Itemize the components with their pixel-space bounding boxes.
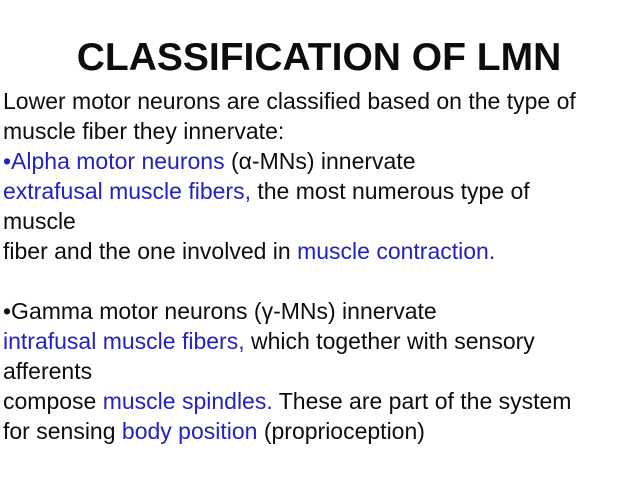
slide-body-text: Lower motor neurons are classified based… xyxy=(0,81,638,446)
text-line: fiber and the one involved in muscle con… xyxy=(3,236,638,266)
plain-text: (proprioception) xyxy=(257,417,425,444)
text-line: muscle xyxy=(3,206,638,236)
plain-text: Lower motor neurons are classified based… xyxy=(3,87,576,114)
highlight-term: muscle contraction. xyxy=(297,237,496,264)
plain-text: These are part of the system xyxy=(272,387,572,414)
text-line-bullet-gamma: •Gamma motor neurons (γ-MNs) innervate xyxy=(3,296,638,326)
highlight-term: extrafusal muscle fibers, xyxy=(3,177,251,204)
text-line: Lower motor neurons are classified based… xyxy=(3,86,638,116)
plain-text: for sensing xyxy=(3,417,122,444)
plain-text: the most numerous type of xyxy=(250,177,530,204)
text-line: intrafusal muscle fibers, which together… xyxy=(3,326,638,356)
plain-text: afferents xyxy=(3,357,93,384)
highlight-term: body position xyxy=(121,417,258,444)
text-line: afferents xyxy=(3,356,638,386)
plain-text: muscle xyxy=(3,207,76,234)
plain-text: compose xyxy=(3,387,103,414)
text-line: extrafusal muscle fibers, the most numer… xyxy=(3,176,638,206)
blank-line xyxy=(3,266,638,296)
text-line: muscle fiber they innervate: xyxy=(3,116,638,146)
text-line-bullet-alpha: •Alpha motor neurons (α-MNs) innervate xyxy=(3,146,638,176)
plain-text: muscle fiber they innervate: xyxy=(3,117,285,144)
highlight-term: •Alpha motor neurons xyxy=(3,147,225,174)
highlight-term: intrafusal muscle fibers, xyxy=(3,327,245,354)
slide-title: CLASSIFICATION OF LMN xyxy=(76,36,562,79)
plain-text: (α-MNs) innervate xyxy=(224,147,416,174)
plain-text: fiber and the one involved in xyxy=(3,237,298,264)
text-line: for sensing body position (proprioceptio… xyxy=(3,416,638,446)
highlight-term: muscle spindles. xyxy=(102,387,273,414)
plain-text: which together with sensory xyxy=(244,327,535,354)
plain-text: •Gamma motor neurons (γ-MNs) innervate xyxy=(3,297,437,324)
text-line: compose muscle spindles. These are part … xyxy=(3,386,638,416)
